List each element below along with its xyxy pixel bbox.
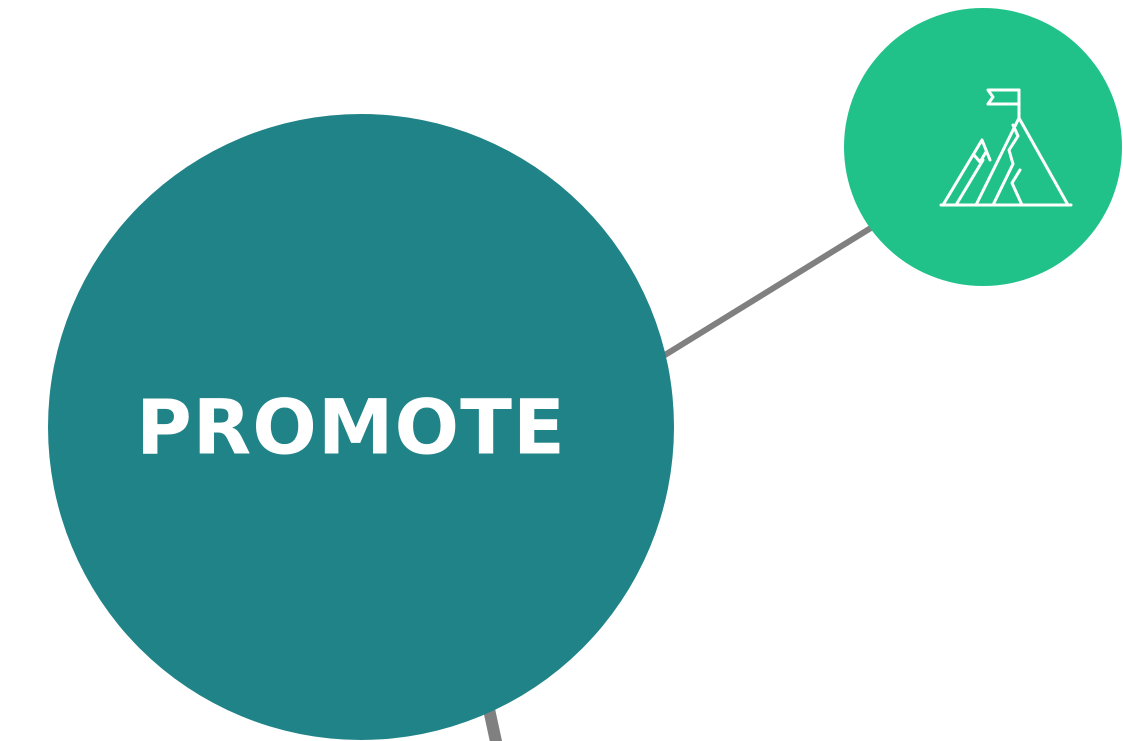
main-node-circle	[48, 114, 674, 740]
goal-node	[844, 8, 1122, 286]
main-node: PROMOTE	[48, 114, 674, 740]
goal-node-circle	[844, 8, 1122, 286]
mountain-flag-icon	[939, 88, 1073, 207]
main-node-label: PROMOTE	[136, 383, 566, 472]
